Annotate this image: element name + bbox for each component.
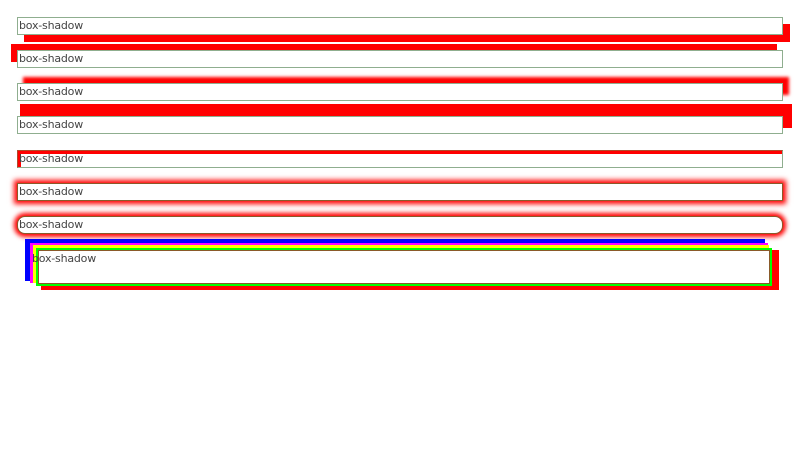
box-shadow-example-2: box-shadow: [17, 50, 783, 68]
box-label: box-shadow: [19, 85, 84, 98]
box-label: box-shadow: [19, 185, 84, 198]
box-shadow-example-8-multiple: box-shadow: [32, 250, 770, 284]
box-shadow-example-7-rounded-glow: box-shadow: [17, 216, 783, 234]
box-label: box-shadow: [32, 252, 97, 265]
box-label: box-shadow: [19, 118, 84, 131]
box-shadow-example-5-inset: box-shadow: [17, 150, 783, 168]
box-shadow-example-1: box-shadow: [17, 17, 783, 35]
box-label: box-shadow: [19, 52, 84, 65]
box-label: box-shadow: [19, 218, 84, 231]
box-label: box-shadow: [19, 19, 84, 32]
box-shadow-example-3: box-shadow: [17, 83, 783, 101]
box-label: box-shadow: [19, 152, 84, 165]
box-shadow-example-4: box-shadow: [17, 116, 783, 134]
box-shadow-example-6-glow: box-shadow: [17, 183, 783, 201]
